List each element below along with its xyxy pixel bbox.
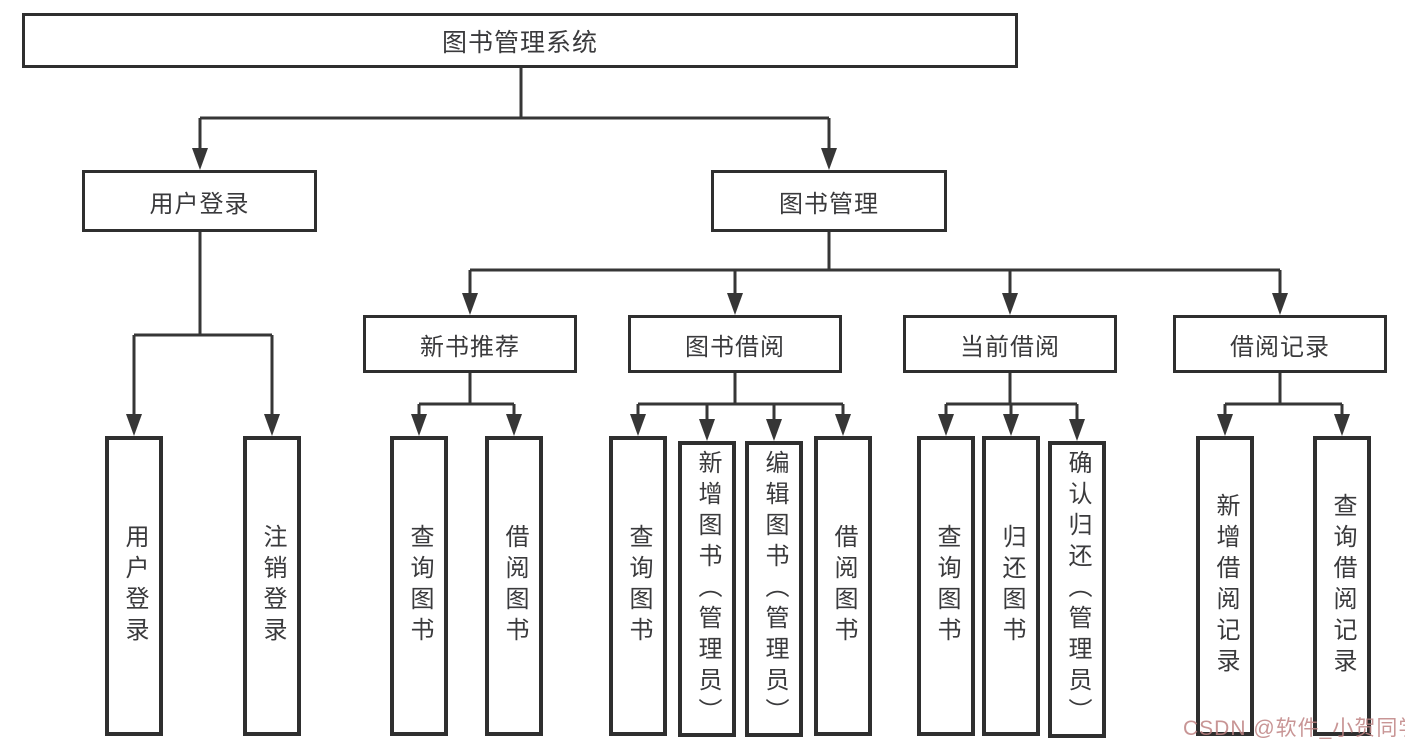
leaf-add-book-admin: 新增图书（管理员）	[678, 441, 736, 737]
leaf-borrow-book: 借阅图书	[814, 436, 872, 736]
node-book-management-module: 图书管理	[711, 170, 947, 232]
leaf-label: 新增图书（管理员）	[694, 449, 721, 729]
leaf-query-book-borrow: 查询图书	[609, 436, 667, 736]
leaf-query-borrow-record: 查询借阅记录	[1313, 436, 1371, 736]
leaf-label: 归还图书	[998, 524, 1025, 648]
leaf-return-book: 归还图书	[982, 436, 1040, 736]
leaf-label: 编辑图书（管理员）	[761, 449, 788, 729]
leaf-query-book-recommend: 查询图书	[390, 436, 448, 736]
node-label: 用户登录	[149, 190, 250, 218]
arrowheads	[126, 148, 1350, 441]
leaf-confirm-return-admin: 确认归还（管理员）	[1048, 441, 1106, 738]
node-current-borrow: 当前借阅	[903, 315, 1117, 373]
leaf-label: 确认归还（管理员）	[1064, 450, 1091, 729]
node-new-book-recommend: 新书推荐	[363, 315, 577, 373]
leaf-label: 注销登录	[259, 524, 286, 648]
node-label: 图书借阅	[685, 333, 785, 361]
leaf-label: 用户登录	[121, 524, 148, 648]
node-label: 当前借阅	[960, 333, 1060, 361]
csdn-watermark: CSDN @软件_小贺同学	[1183, 717, 1405, 740]
leaf-user-login: 用户登录	[105, 436, 163, 736]
leaf-label: 借阅图书	[501, 524, 528, 648]
leaf-query-book-current: 查询图书	[917, 436, 975, 736]
node-label: 借阅记录	[1230, 333, 1330, 361]
node-book-borrow: 图书借阅	[628, 315, 842, 373]
leaf-label: 查询图书	[933, 524, 960, 648]
node-label: 图书管理	[779, 190, 879, 218]
leaf-logout: 注销登录	[243, 436, 301, 736]
leaf-label: 查询图书	[625, 524, 652, 648]
leaf-label: 查询图书	[406, 524, 433, 648]
leaf-add-borrow-record: 新增借阅记录	[1196, 436, 1254, 736]
leaf-label: 查询借阅记录	[1329, 493, 1356, 679]
node-root-system: 图书管理系统	[22, 13, 1018, 68]
leaf-borrow-book-recommend: 借阅图书	[485, 436, 543, 736]
node-user-login-module: 用户登录	[82, 170, 317, 232]
node-label: 新书推荐	[420, 333, 520, 361]
node-root-label: 图书管理系统	[441, 28, 598, 57]
leaf-label: 借阅图书	[830, 524, 857, 648]
node-borrow-record: 借阅记录	[1173, 315, 1387, 373]
leaf-edit-book-admin: 编辑图书（管理员）	[745, 441, 803, 737]
leaf-label: 新增借阅记录	[1212, 493, 1239, 679]
